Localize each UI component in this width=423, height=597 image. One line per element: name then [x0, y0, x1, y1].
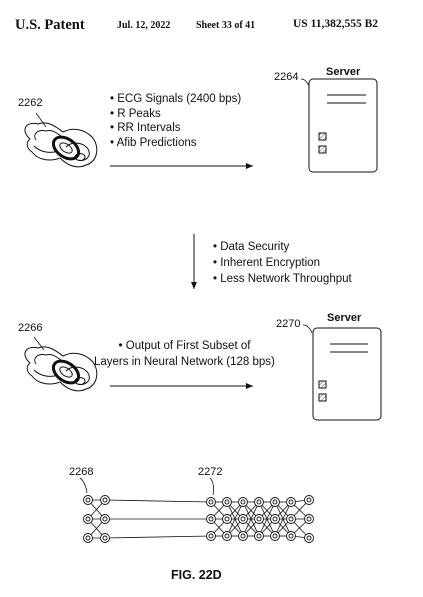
transition-bullet-item: • Inherent Encryption: [213, 257, 320, 269]
transition-bullet-item: • Less Network Throughput: [213, 273, 352, 285]
ref-leader-2272: [209, 477, 214, 496]
server-label: Server: [326, 66, 361, 78]
top-bullet-list: • ECG Signals (2400 bps) • R Peaks • RR …: [110, 92, 241, 150]
network-nodes: [83, 495, 314, 543]
patent-number: US 11,382,555 B2: [293, 18, 378, 30]
patent-title: U.S. Patent: [15, 17, 85, 33]
wearable-device-icon: [24, 122, 98, 168]
caption-line-2: Layers in Neural Network (128 bps): [94, 356, 275, 368]
caption-line-1: • Output of First Subset of: [118, 340, 251, 352]
transition-bullet-item: • Data Security: [213, 241, 290, 253]
ref-number-2268: 2268: [69, 466, 94, 478]
ref-leader-2264: [300, 78, 310, 87]
ref-number-2270: 2270: [276, 318, 301, 330]
bottom-caption: • Output of First Subset of: [117, 338, 252, 354]
ref-leader-2266: [33, 336, 45, 351]
ref-leader-2262: [35, 112, 47, 128]
ref-leader-2270: [302, 324, 313, 334]
server-icon: [312, 327, 382, 421]
top-bullet-item: • Afib Predictions: [110, 136, 197, 149]
ref-number-2266: 2266: [18, 322, 43, 334]
transition-bullet-list: • Data Security • Inherent Encryption • …: [213, 239, 352, 287]
ref-leader-2268: [79, 477, 88, 494]
top-bullet-item: • ECG Signals (2400 bps): [110, 93, 242, 105]
sheet-number: Sheet 33 of 41: [196, 20, 256, 31]
figure-label: FIG. 22D: [171, 568, 222, 582]
top-bullet-item: • RR Intervals: [110, 122, 181, 134]
server-icon: [308, 78, 378, 173]
server-label: Server: [327, 312, 362, 324]
patent-date: Jul. 12, 2022: [117, 20, 171, 31]
ref-number-2264: 2264: [274, 71, 299, 83]
ref-number-2262: 2262: [18, 97, 43, 109]
wearable-device-icon: [24, 346, 98, 392]
ref-number-2272: 2272: [198, 466, 223, 478]
top-bullet-item: • R Peaks: [110, 107, 161, 120]
